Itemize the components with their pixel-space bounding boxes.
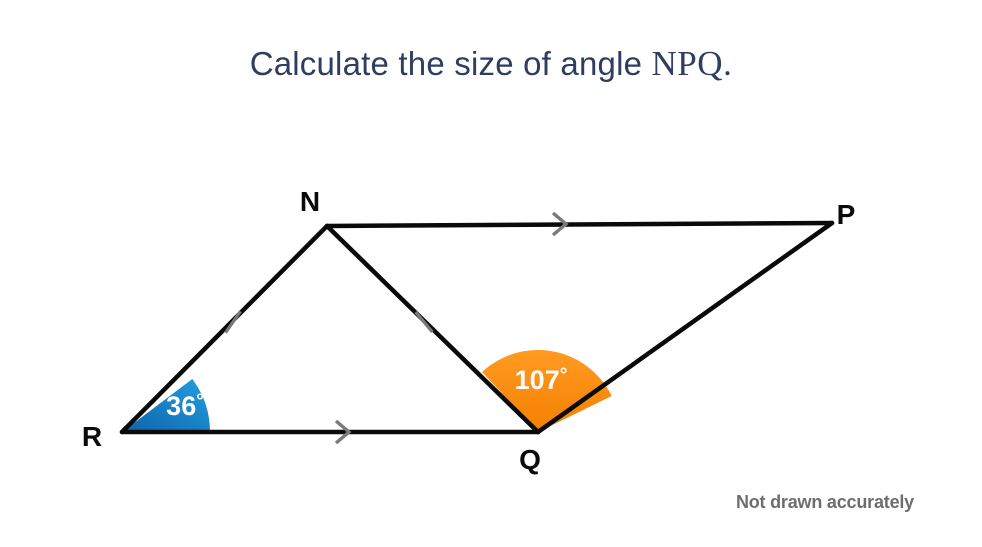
angle-marker-R	[122, 379, 210, 432]
edge-N-Q	[324, 223, 541, 435]
arrow-markers-group	[334, 211, 569, 445]
arrow-marker-RQ	[334, 419, 352, 445]
angle-wedges-group	[122, 350, 612, 432]
tick-markers-group	[224, 310, 434, 334]
edge-R-N	[119, 223, 330, 435]
edge-Q-P	[535, 220, 835, 435]
page-title: Calculate the size of angle NPQ.	[0, 44, 982, 84]
edge-N-P	[324, 220, 835, 229]
vertex-label-P: P	[837, 199, 856, 230]
angle-marker-Q	[482, 350, 612, 432]
title-suffix: .	[723, 44, 733, 83]
angle-labels-group: 36°107°	[166, 365, 567, 421]
angle-marker-Q-value: 107°	[515, 365, 568, 395]
title-angle-name: NPQ	[651, 44, 724, 83]
not-drawn-accurately-note: Not drawn accurately	[735, 492, 914, 512]
vertex-label-Q: Q	[519, 444, 541, 475]
title-prefix: Calculate the size of angle	[249, 45, 652, 82]
vertex-label-R: R	[82, 421, 102, 452]
arrow-marker-NP	[551, 211, 569, 237]
tick-mark-NQ	[414, 311, 434, 333]
tick-mark-RN	[224, 310, 242, 334]
edge-lines-group	[119, 220, 835, 435]
vertex-labels-group: N P R Q	[82, 186, 855, 475]
vertex-label-N: N	[300, 186, 320, 217]
